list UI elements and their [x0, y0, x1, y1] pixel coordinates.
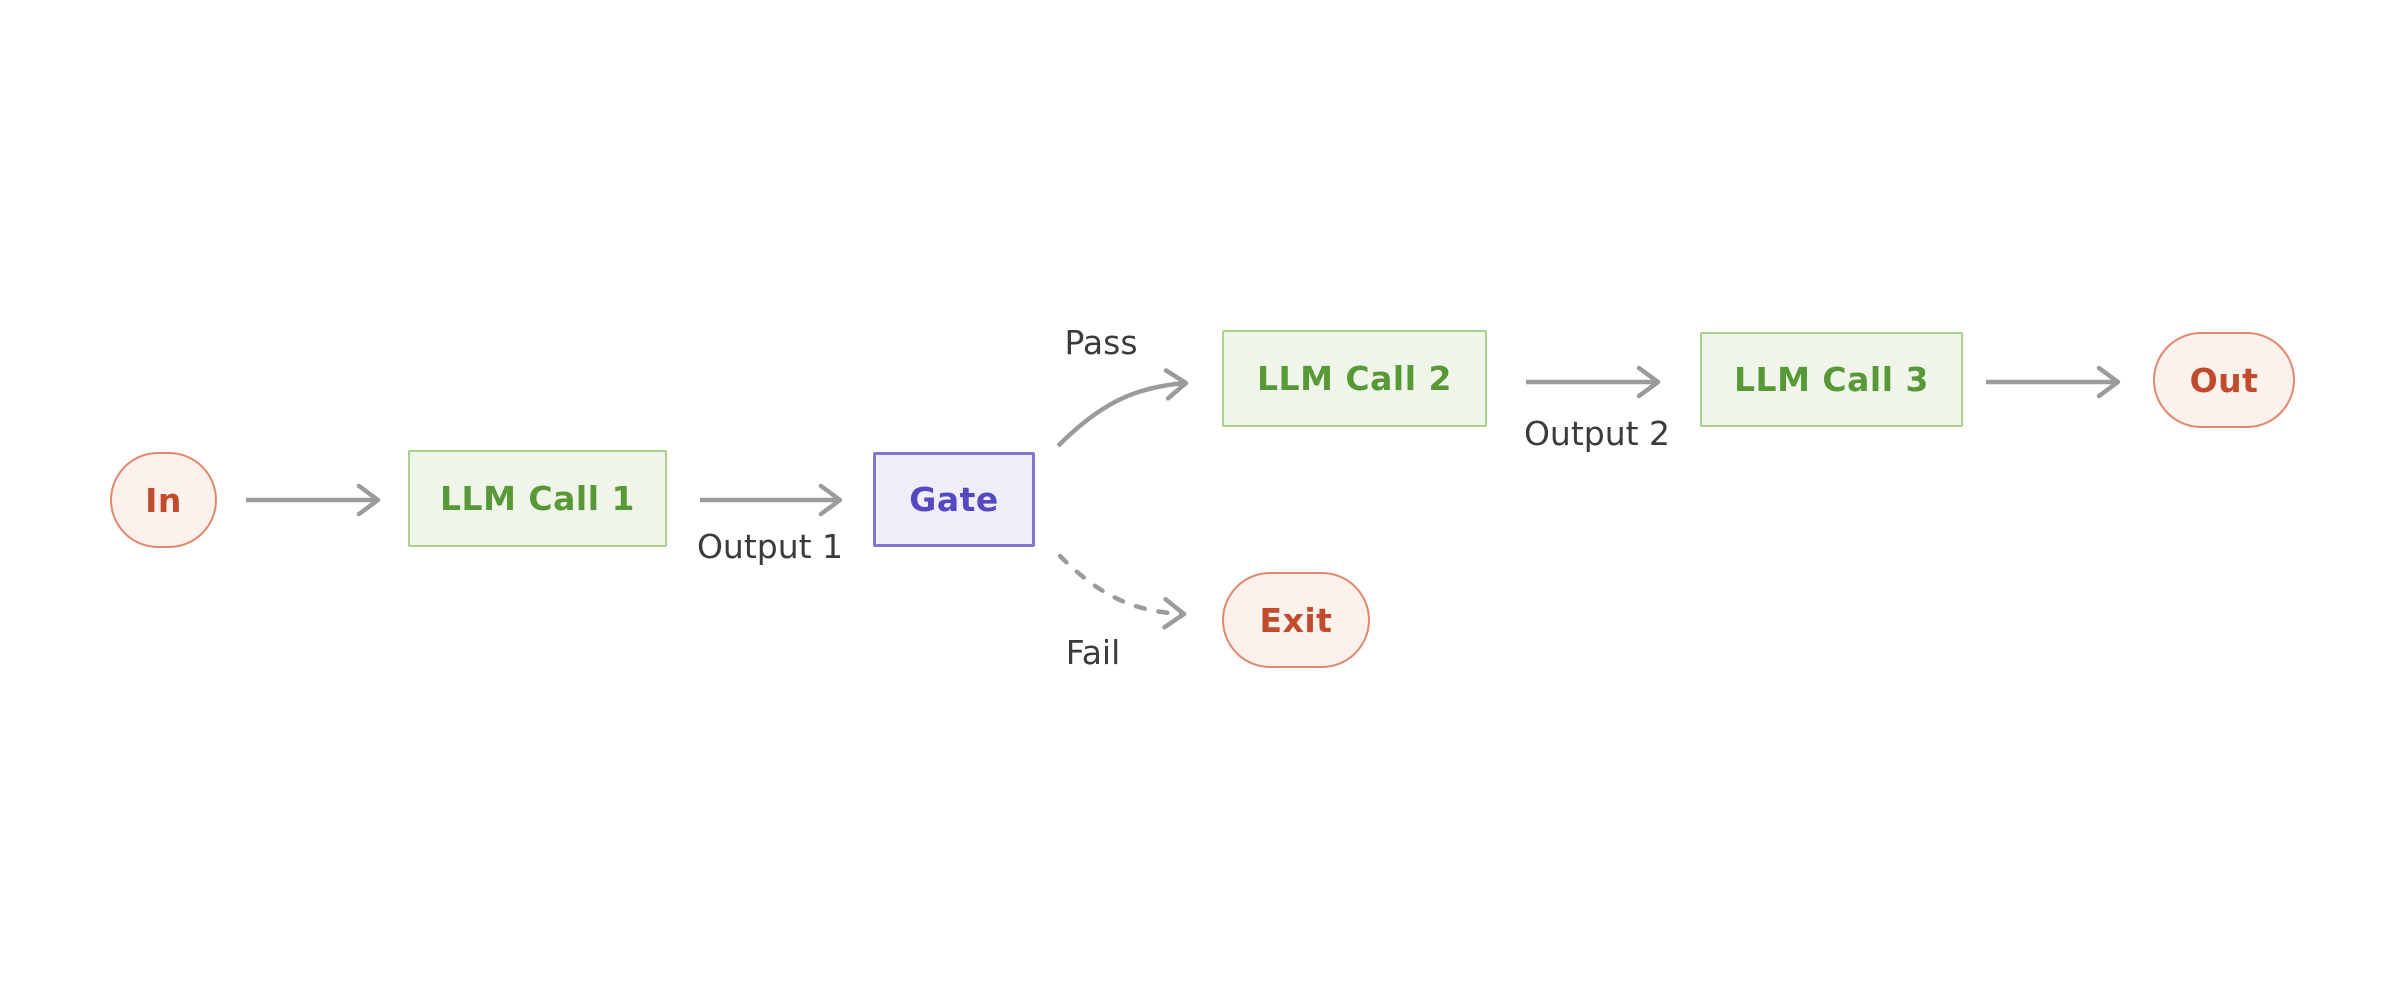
edge-label-fail: Fail — [1065, 633, 1121, 672]
node-llm-call-1: LLM Call 1 — [408, 450, 667, 547]
edge-label-output-2: Output 2 — [1523, 414, 1671, 453]
edge-gate-to-exit-fail — [1057, 553, 1187, 630]
node-llm-call-3-label: LLM Call 3 — [1734, 360, 1929, 399]
node-exit: Exit — [1222, 572, 1370, 668]
node-gate: Gate — [873, 452, 1035, 547]
node-llm-call-3: LLM Call 3 — [1700, 332, 1963, 427]
node-in: In — [110, 452, 217, 548]
node-out: Out — [2153, 332, 2295, 428]
node-llm-call-1-label: LLM Call 1 — [440, 479, 635, 518]
edge-label-output-1: Output 1 — [696, 527, 844, 566]
node-llm-call-2-label: LLM Call 2 — [1257, 359, 1452, 398]
node-gate-label: Gate — [909, 480, 999, 519]
node-exit-label: Exit — [1259, 600, 1333, 640]
node-llm-call-2: LLM Call 2 — [1222, 330, 1487, 427]
node-out-label: Out — [2189, 360, 2259, 400]
edge-gate-to-llm-call-2-pass — [1056, 368, 1189, 448]
node-in-label: In — [145, 480, 182, 520]
edge-label-pass: Pass — [1064, 323, 1138, 362]
